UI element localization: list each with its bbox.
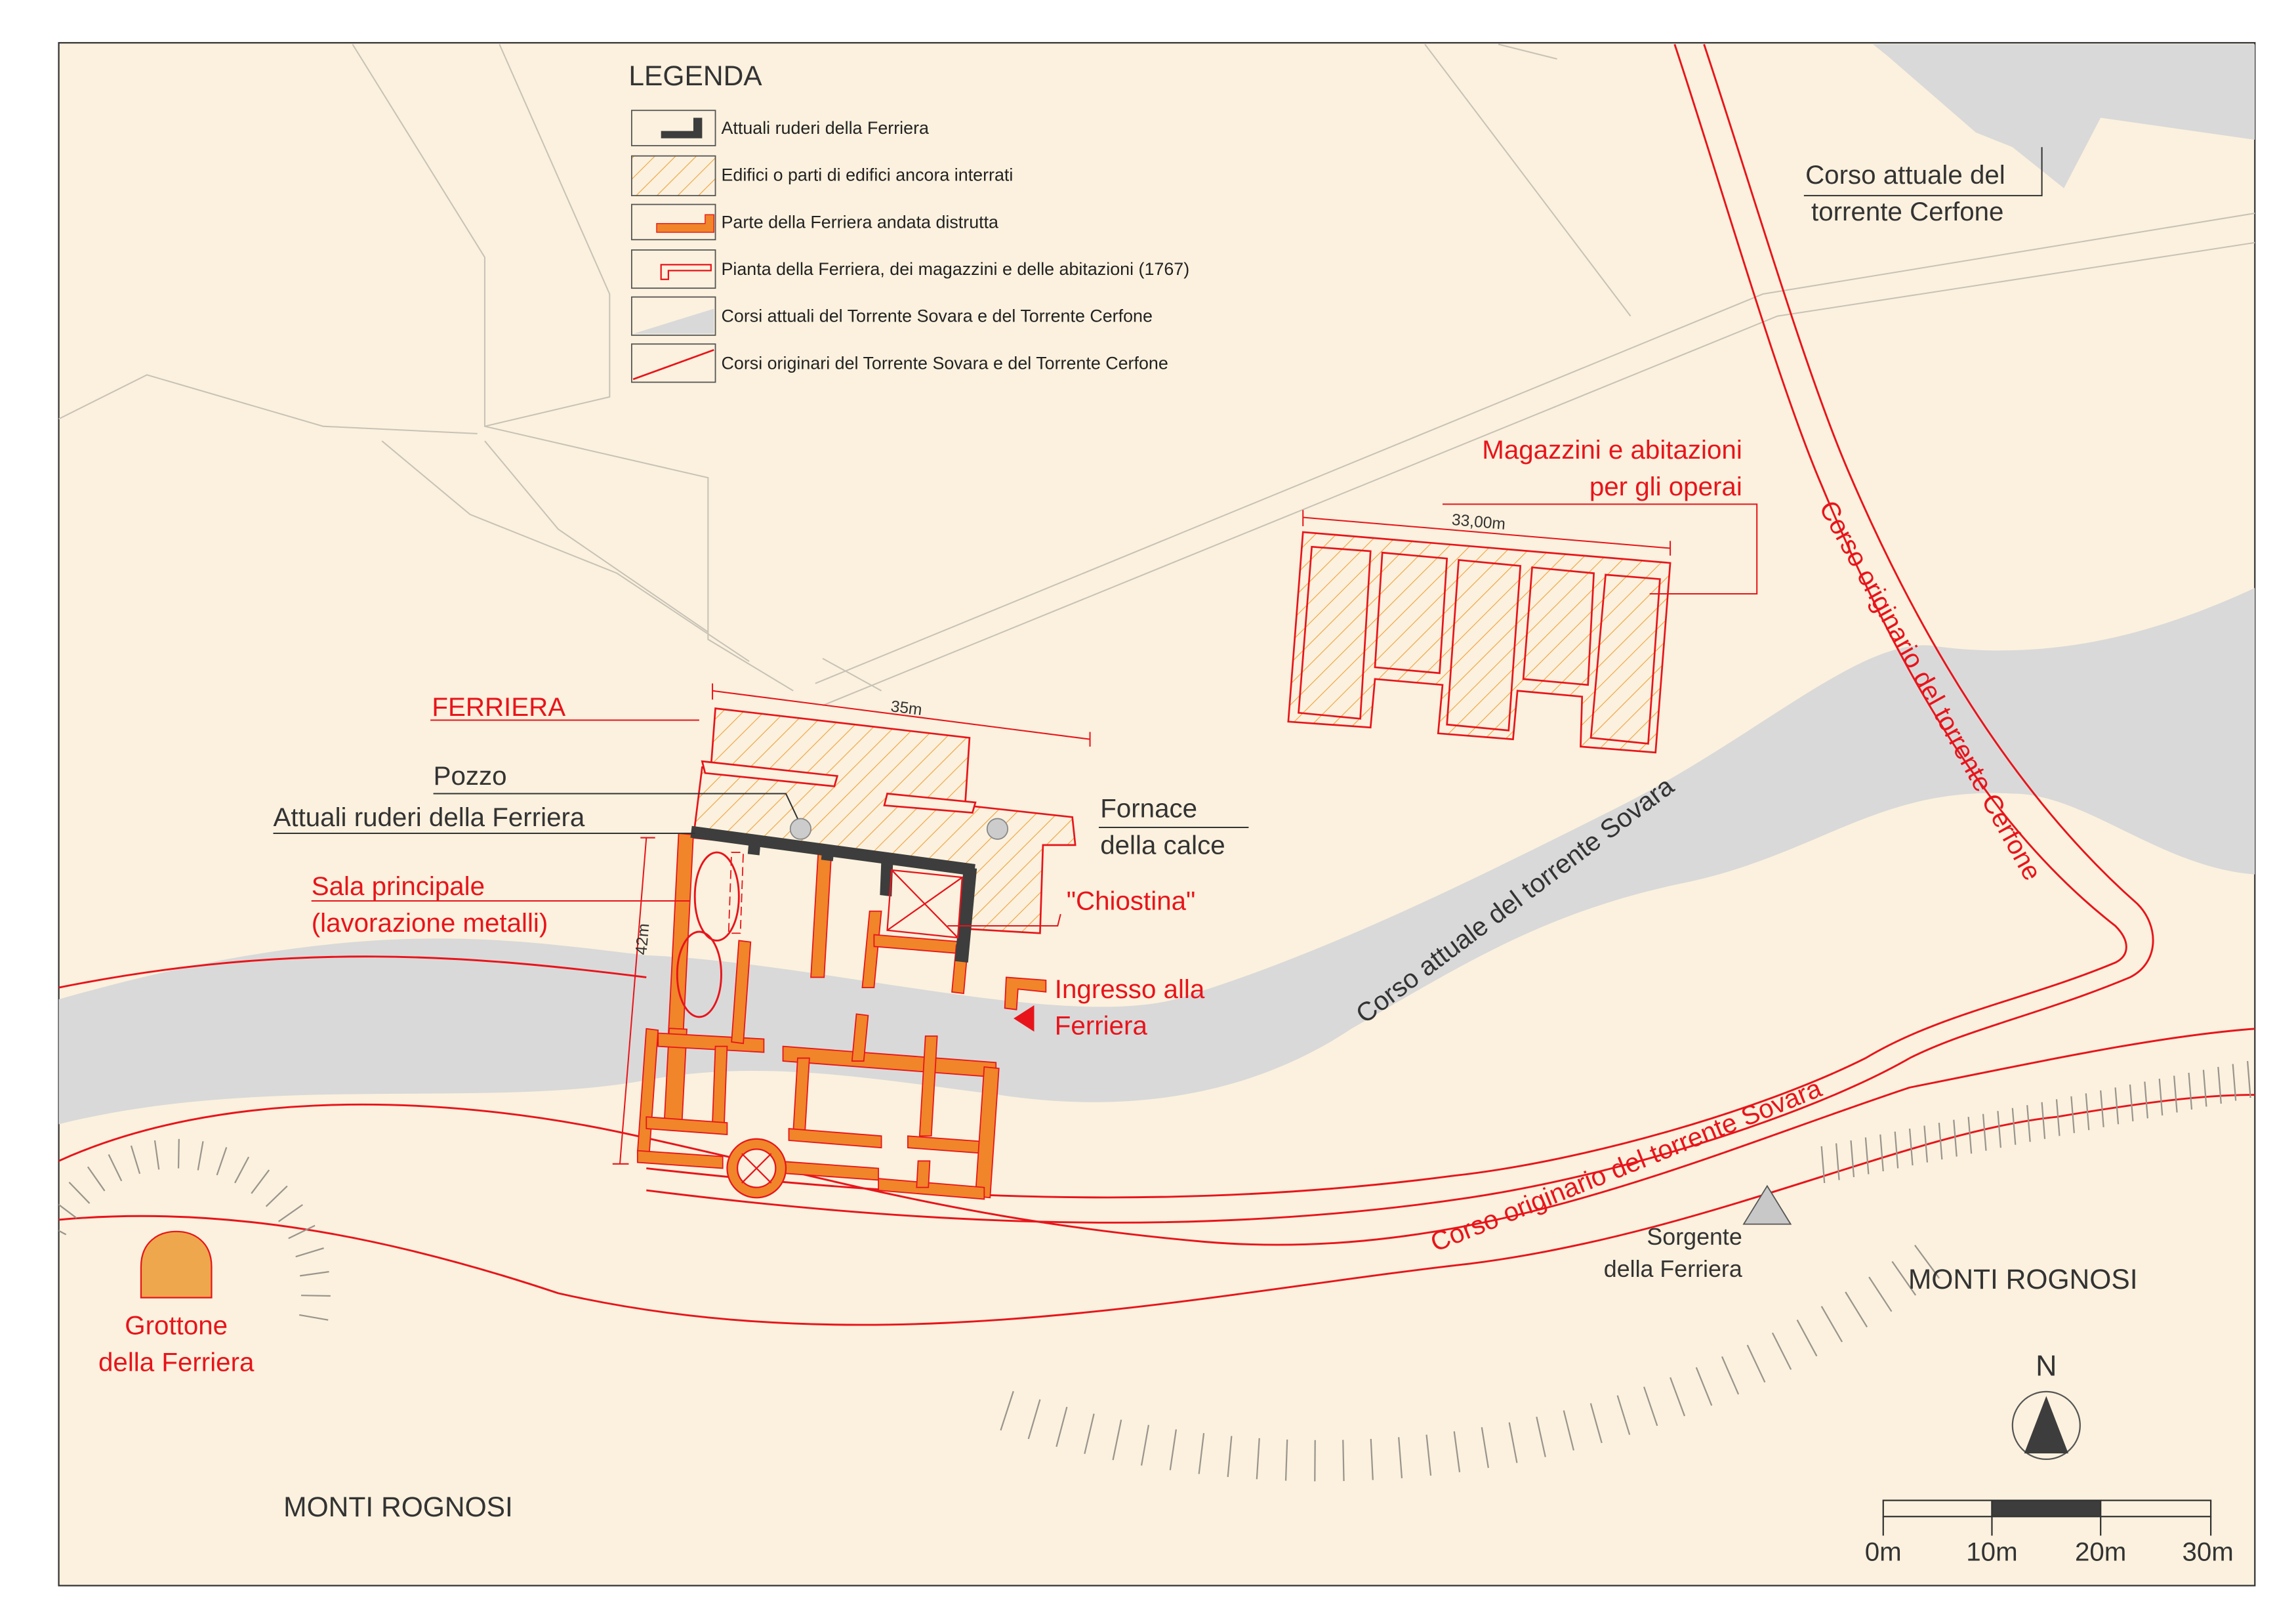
legend-item-original-course: Corsi originari del Torrente Sovara e de… — [630, 343, 1168, 383]
fornace-marker — [986, 818, 1009, 840]
pozzo-marker — [789, 818, 811, 840]
legend-label-plan-1767: Pianta della Ferriera, dei magazzini e d… — [721, 259, 1189, 279]
legend-swatch-buried — [630, 155, 716, 197]
label-fornace-line2: della calce — [1100, 830, 1225, 860]
label-monti-right: MONTI ROGNOSI — [1908, 1264, 2138, 1295]
ferriera-buried-parts — [692, 707, 1076, 934]
legend-item-buried: Edifici o parti di edifici ancora interr… — [630, 155, 1013, 197]
sorgente-triangle — [1742, 1184, 1792, 1225]
sala-ovals — [676, 851, 740, 1018]
chiostina-structure — [886, 869, 963, 939]
label-pozzo: Pozzo — [434, 761, 507, 791]
legend-label-ruins: Attuali ruderi della Ferriera — [721, 118, 929, 138]
label-ingresso-line2: Ferriera — [1055, 1011, 1148, 1041]
magazzini-dimension-line — [1302, 510, 1671, 556]
north-compass: N — [2011, 1349, 2081, 1461]
leader-lines — [273, 147, 2043, 927]
sovara-original-course — [58, 955, 2255, 1326]
scale-tick-30: 30m — [2182, 1537, 2233, 1566]
label-sala-line1: Sala principale — [312, 871, 485, 901]
scale-bar: 0m 10m 20m 30m — [1865, 1499, 2234, 1566]
legend-item-ruins: Attuali ruderi della Ferriera — [630, 110, 929, 146]
legend-item-destroyed: Parte della Ferriera andata distrutta — [630, 203, 998, 241]
label-sorgente-line1: Sorgente — [1647, 1224, 1742, 1250]
label-chiostina: "Chiostina" — [1067, 886, 1196, 915]
legend-label-destroyed: Parte della Ferriera andata distrutta — [721, 212, 998, 232]
label-sala-line2: (lavorazione metalli) — [312, 908, 548, 938]
ingresso-arrow-icon — [1014, 1005, 1035, 1032]
label-cerfone-attuale-line1: Corso attuale del — [1805, 160, 2005, 190]
label-magazzini-line1: Magazzini e abitazioni — [1482, 435, 1742, 465]
grottone-shape — [140, 1230, 213, 1299]
scale-tick-20: 20m — [2075, 1537, 2126, 1566]
legend-label-buried: Edifici o parti di edifici ancora interr… — [721, 165, 1013, 185]
north-arrow-icon — [2024, 1396, 2068, 1453]
scale-tick-10: 10m — [1966, 1537, 2017, 1566]
label-monti-left: MONTI ROGNOSI — [283, 1491, 513, 1523]
label-ruderi: Attuali ruderi della Ferriera — [274, 802, 585, 832]
ferriera-dimension-lines — [612, 683, 1091, 1165]
legend-label-original-course: Corsi originari del Torrente Sovara e de… — [721, 353, 1168, 373]
scale-tick-0: 0m — [1865, 1537, 1902, 1566]
legend-swatch-original-course — [630, 343, 716, 383]
round-structure — [726, 1138, 787, 1199]
label-magazzini-line2: per gli operai — [1589, 472, 1742, 501]
label-ferriera: FERRIERA — [432, 692, 565, 722]
mountain-hachures — [58, 1060, 2251, 1482]
legend-swatch-plan-1767 — [630, 249, 716, 289]
label-grottone-line2: della Ferriera — [98, 1348, 255, 1377]
ferriera-destroyed-parts — [636, 832, 1047, 1200]
legend-item-plan-1767: Pianta della Ferriera, dei magazzini e d… — [630, 249, 1189, 289]
field-boundaries — [58, 43, 2255, 707]
label-cerfone-attuale-line2: torrente Cerfone — [1811, 197, 2003, 226]
legend-swatch-ruins — [630, 110, 716, 146]
ferriera-width-dim: 35m — [890, 697, 923, 719]
legend-label-current-course: Corsi attuali del Torrente Sovara e del … — [721, 306, 1152, 326]
compass-label: N — [2036, 1349, 2057, 1382]
legend-title: LEGENDA — [628, 60, 762, 92]
map-frame — [58, 42, 2256, 1587]
label-grottone-line1: Grottone — [125, 1311, 228, 1341]
ferriera-height-dim: 42m — [632, 923, 653, 955]
label-ingresso-line1: Ingresso alla — [1055, 974, 1205, 1004]
sovara-current-course — [58, 588, 2255, 1125]
cerfone-current-course — [1873, 44, 2255, 188]
magazzini-buildings — [1287, 531, 1671, 754]
label-sorgente-line2: della Ferriera — [1604, 1256, 1742, 1282]
legend: LEGENDA Attuali ruderi della Ferriera Ed… — [628, 60, 1189, 383]
legend-item-current-course: Corsi attuali del Torrente Sovara e del … — [630, 296, 1153, 336]
label-fornace-line1: Fornace — [1100, 793, 1197, 823]
legend-swatch-destroyed — [630, 203, 716, 241]
